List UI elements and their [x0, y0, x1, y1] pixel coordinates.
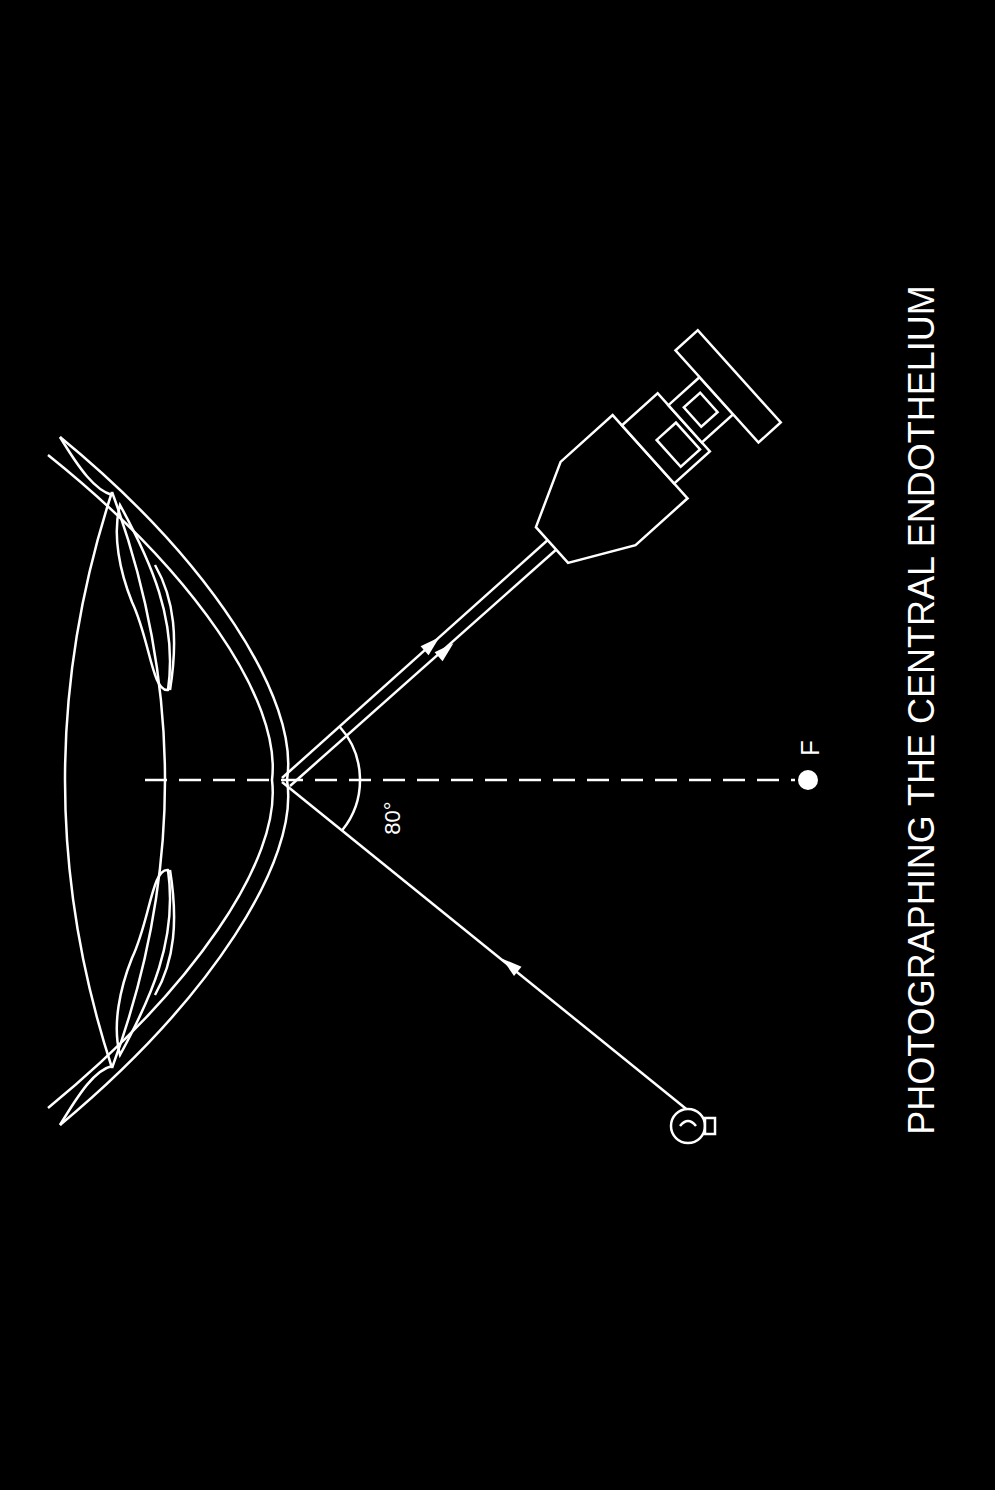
bulb-glass: [671, 1109, 705, 1143]
bulb-base: [705, 1118, 715, 1134]
light-bulb: [671, 1109, 715, 1143]
bulb-filament: [680, 1121, 696, 1126]
point-label: F: [797, 740, 823, 756]
camera: [511, 330, 781, 591]
fixation-dot: [798, 770, 818, 790]
iris: [117, 505, 170, 690]
reflected-ray: [290, 548, 558, 786]
arrowhead: [498, 954, 521, 976]
angle-arc: [340, 727, 361, 831]
iris: [117, 870, 170, 1055]
sclera: [60, 437, 112, 1125]
camera-back: [675, 330, 780, 442]
optical-axis: [145, 779, 795, 782]
lens-back: [65, 492, 112, 1068]
light-ray: [282, 782, 690, 1112]
arrowhead: [435, 639, 458, 661]
reflected-ray: [282, 538, 550, 778]
camera-part: [684, 393, 718, 427]
caption-title: PHOTOGRAPHING THE CENTRAL ENDOTHELIUM: [904, 285, 940, 1134]
angle-label: 80°: [382, 801, 404, 834]
cornea-inner: [48, 455, 273, 1108]
